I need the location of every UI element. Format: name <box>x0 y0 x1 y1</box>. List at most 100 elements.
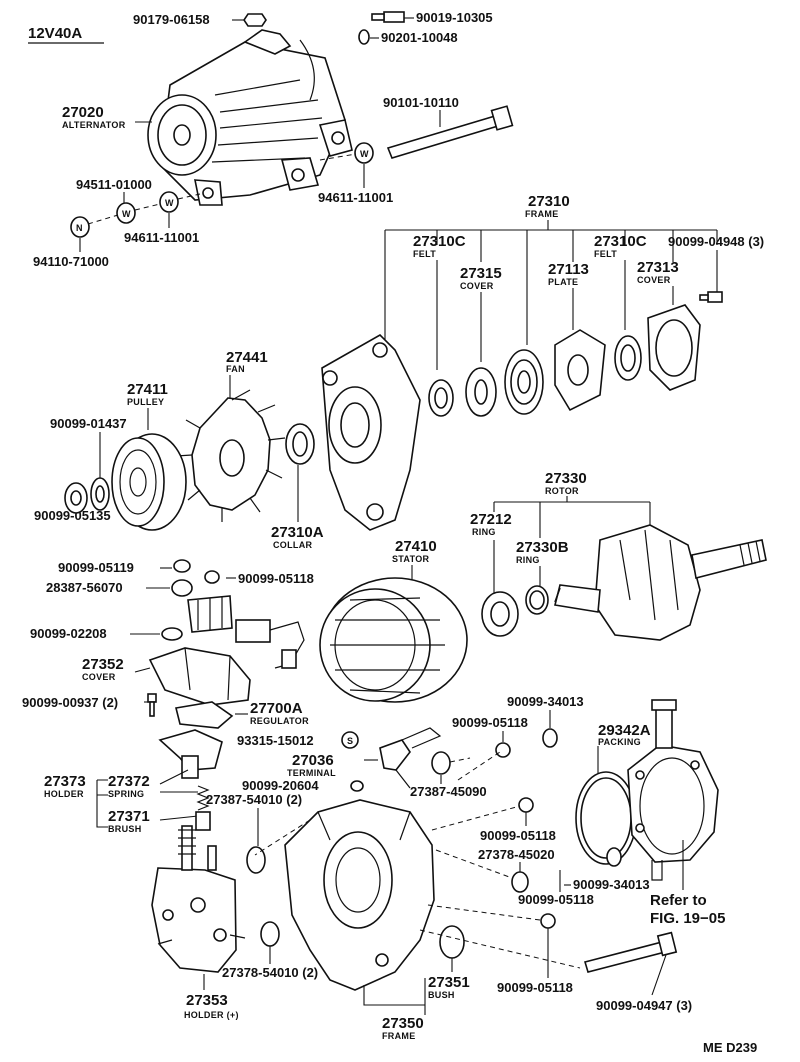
label-27020-name: ALTERNATOR <box>62 120 126 130</box>
bush-27351-drawing <box>439 925 465 959</box>
label-27350: 27350 <box>382 1015 424 1032</box>
label-27310A: 27310A <box>271 524 324 541</box>
label-27310-name: FRAME <box>525 209 559 219</box>
label-27441-name: FAN <box>226 364 245 374</box>
label-27378-54010: 27378-54010 (2) <box>222 965 318 980</box>
label-27212-name: RING <box>472 527 496 537</box>
label-27330: 27330 <box>545 470 587 487</box>
bush-90099-34013-top-drawing <box>542 728 558 748</box>
label-94611-11001-right: 94611-11001 <box>318 190 393 205</box>
alternator-assembly-drawing <box>147 29 353 206</box>
snap-ring-93315-15012: S <box>341 731 359 749</box>
label-90099-05119: 90099-05119 <box>58 560 134 575</box>
label-27411-name: PULLEY <box>127 397 164 407</box>
cover-27315-drawing <box>465 367 497 417</box>
label-90099-01437: 90099-01437 <box>50 416 127 431</box>
nut-90099-05118-right-drawing <box>518 797 534 813</box>
label-27330B: 27330B <box>516 539 569 556</box>
label-27315: 27315 <box>460 265 502 282</box>
label-90099-34013-top: 90099-34013 <box>507 694 584 709</box>
label-27310: 27310 <box>528 193 570 210</box>
bush-28387-56070-drawing <box>171 579 193 597</box>
label-27310C-left-name: FELT <box>413 249 436 259</box>
label-27387-45090: 27387-45090 <box>410 784 487 799</box>
label-90099-05118-lower: 90099-05118 <box>518 892 594 907</box>
label-27373: 27373 <box>44 773 86 790</box>
label-27371-name: BRUSH <box>108 824 142 834</box>
label-27310A-name: COLLAR <box>273 540 312 550</box>
bearing-drawing <box>504 349 544 415</box>
label-27373-name: HOLDER <box>44 789 84 799</box>
washer-94511-01000: W <box>116 202 136 224</box>
label-27441: 27441 <box>226 349 268 366</box>
label-90019-10305: 90019-10305 <box>416 10 493 25</box>
label-90101-10110: 90101-10110 <box>383 95 459 110</box>
label-27313-name: COVER <box>637 275 671 285</box>
label-27352-name: COVER <box>82 672 116 682</box>
label-90201-10048: 90201-10048 <box>381 30 458 45</box>
label-29342A: 29342A <box>598 722 651 739</box>
fan-27441-drawing <box>175 389 286 522</box>
label-27315-name: COVER <box>460 281 494 291</box>
label-27378-45020: 27378-45020 <box>478 847 555 862</box>
svg-text:W: W <box>165 198 174 208</box>
svg-text:N: N <box>76 223 83 233</box>
label-93315-15012: 93315-15012 <box>237 733 314 748</box>
label-27411: 27411 <box>127 381 168 398</box>
regulator-27700A-drawing <box>175 701 234 729</box>
stator-27410-drawing <box>319 577 468 703</box>
label-90099-05118-mid: 90099-05118 <box>452 715 528 730</box>
terminal-block-drawing <box>187 595 305 669</box>
spring-27372-drawing <box>196 785 210 811</box>
label-94511-01000: 94511-01000 <box>76 177 152 192</box>
nut-90099-05118-mid-drawing <box>495 742 511 758</box>
rotor-27330-drawing <box>554 524 767 641</box>
label-27036-name: TERMINAL <box>287 768 336 778</box>
label-27410-name: STATOR <box>392 554 429 564</box>
label-27310C-right: 27310C <box>594 233 647 250</box>
spacer-27378-45020-drawing <box>511 871 529 893</box>
label-27352: 27352 <box>82 656 124 673</box>
label-27372-name: SPRING <box>108 789 144 799</box>
label-27330-name: ROTOR <box>545 486 579 496</box>
nut-90099-05119-drawing <box>173 559 191 573</box>
label-90099-20604: 90099-20604 <box>242 778 319 793</box>
refer-line-2: FIG. 19−05 <box>650 910 725 927</box>
label-90099-04947: 90099-04947 (3) <box>596 998 692 1013</box>
vacuum-pump-drawing <box>627 699 719 881</box>
label-27113: 27113 <box>548 261 589 278</box>
label-90099-05135: 90099-05135 <box>34 508 111 523</box>
label-27353-name: HOLDER (+) <box>184 1010 239 1020</box>
label-90099-04948: 90099-04948 (3) <box>668 234 764 249</box>
brush-27371-drawing <box>195 811 211 831</box>
label-90099-02208: 90099-02208 <box>30 626 107 641</box>
ring-27212-drawing <box>481 591 519 637</box>
nut-90099-05135-drawing <box>64 482 88 514</box>
label-90099-05118-bottom: 90099-05118 <box>497 980 573 995</box>
label-27387-54010: 27387-54010 (2) <box>206 792 302 807</box>
label-94110-71000: 94110-71000 <box>33 254 109 269</box>
washer-94611-11001-right: W <box>354 142 374 164</box>
label-27310C-right-name: FELT <box>594 249 617 259</box>
nut-94110-71000: N <box>70 216 90 238</box>
label-27113-name: PLATE <box>548 277 578 287</box>
svg-text:S: S <box>347 736 353 746</box>
svg-text:W: W <box>122 209 131 219</box>
label-27310C-left: 27310C <box>413 233 466 250</box>
washer-90099-01437-drawing <box>90 477 110 511</box>
washer-90099-02208-drawing <box>161 627 183 641</box>
screw-90099-00937-drawing <box>147 693 157 717</box>
figure-code: ME D239 <box>703 1040 757 1055</box>
label-27212: 27212 <box>470 511 512 528</box>
label-27353: 27353 <box>186 992 228 1009</box>
nut-90099-05118-top-drawing <box>204 570 220 584</box>
brush-holder-27373-drawing <box>158 729 223 779</box>
frame-27350-drawing <box>284 799 435 991</box>
packing-29342A-drawing <box>575 771 637 865</box>
label-27351-name: BUSH <box>428 990 455 1000</box>
label-90179-06158: 90179-06158 <box>133 12 210 27</box>
collar-27310A-drawing <box>285 423 315 465</box>
label-27351: 27351 <box>428 974 470 991</box>
label-27036: 27036 <box>292 752 334 769</box>
frame-27310-drawing <box>321 334 421 531</box>
